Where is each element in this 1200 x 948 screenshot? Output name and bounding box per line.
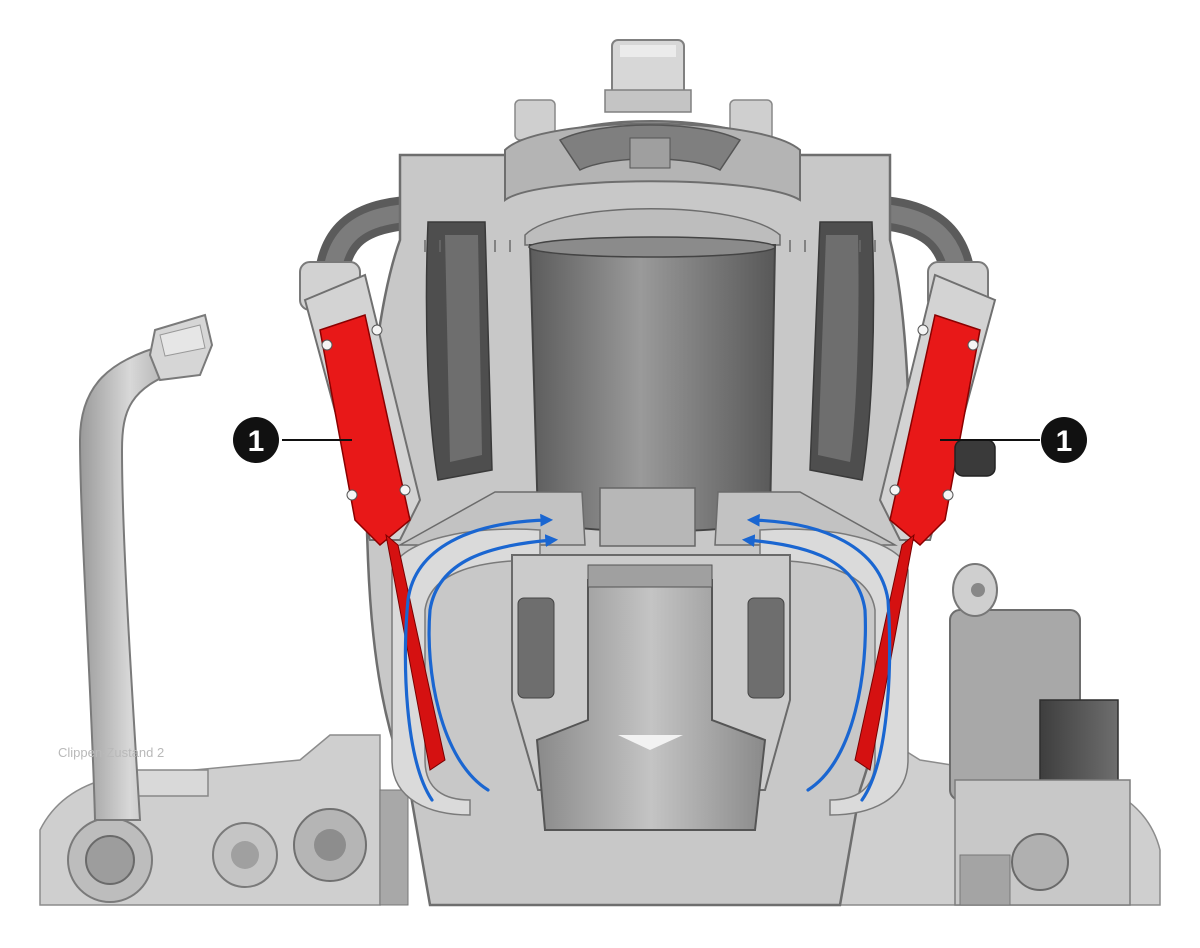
callout-left: 1	[233, 417, 352, 463]
callout-left-label: 1	[248, 425, 265, 458]
flow-arrow-left-inner	[427, 534, 559, 792]
main-housing	[365, 120, 911, 907]
callout-right-label: 1	[1056, 425, 1073, 458]
flow-arrow-left-outer	[403, 513, 554, 802]
callout-right: 1	[940, 417, 1087, 463]
callout-left-badge	[233, 417, 279, 463]
right-red-element	[854, 314, 996, 771]
callout-right-badge	[1041, 417, 1087, 463]
flow-arrow-right-outer	[746, 513, 892, 802]
flow-arrow-right-inner	[741, 534, 867, 792]
left-red-element	[319, 314, 446, 771]
left-pipe	[78, 313, 214, 821]
watermark-text: Clippen-Zustand 2	[58, 745, 164, 760]
flow-paths	[403, 513, 892, 802]
